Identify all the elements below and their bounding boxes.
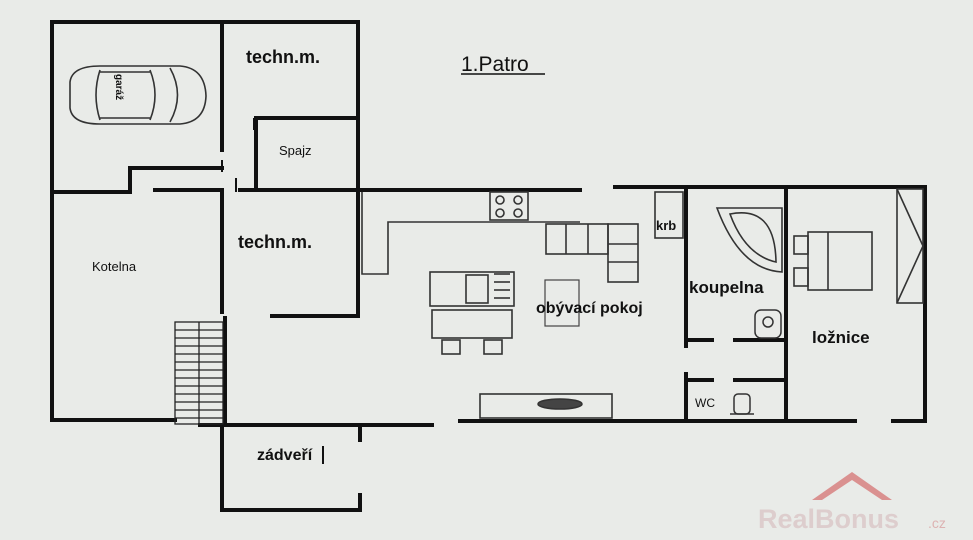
label-wc: WC (695, 396, 715, 410)
label-krb: krb (656, 218, 676, 233)
walls (50, 20, 927, 512)
label-kotelna: Kotelna (92, 259, 137, 274)
car-icon (69, 65, 207, 125)
label-obyvaci-pokoj: obývací pokoj (536, 300, 643, 317)
tv-bench (479, 393, 613, 419)
toilet-icon-bath (754, 309, 782, 339)
watermark-brand: RealBonus (758, 504, 899, 534)
label-koupelna: koupelna (689, 278, 764, 297)
label-loznice: ložnice (812, 328, 870, 347)
toilet-icon-wc (730, 393, 754, 415)
coffee-table (544, 279, 580, 327)
kitchen (361, 191, 580, 355)
stove-icon (489, 191, 529, 221)
watermark: RealBonus .cz (758, 472, 946, 534)
wardrobe-icon (896, 188, 924, 304)
fireplace-icon (654, 191, 684, 239)
label-tech-mid: techn.m. (238, 232, 312, 252)
floor-title: 1.Patro (461, 53, 529, 76)
sink-icon (465, 274, 489, 304)
stairs (174, 321, 224, 425)
house-icon (812, 472, 892, 500)
bed-icon (793, 231, 873, 291)
label-garage: garáž (113, 74, 124, 100)
door-marks (221, 118, 324, 464)
sofa-icon (545, 223, 639, 283)
watermark-domain: .cz (928, 515, 946, 531)
label-zadveri: zádveří (257, 447, 313, 464)
label-spajz: Spajz (279, 143, 312, 158)
bathtub-icon (715, 207, 783, 273)
label-tech-top: techn.m. (246, 47, 320, 67)
